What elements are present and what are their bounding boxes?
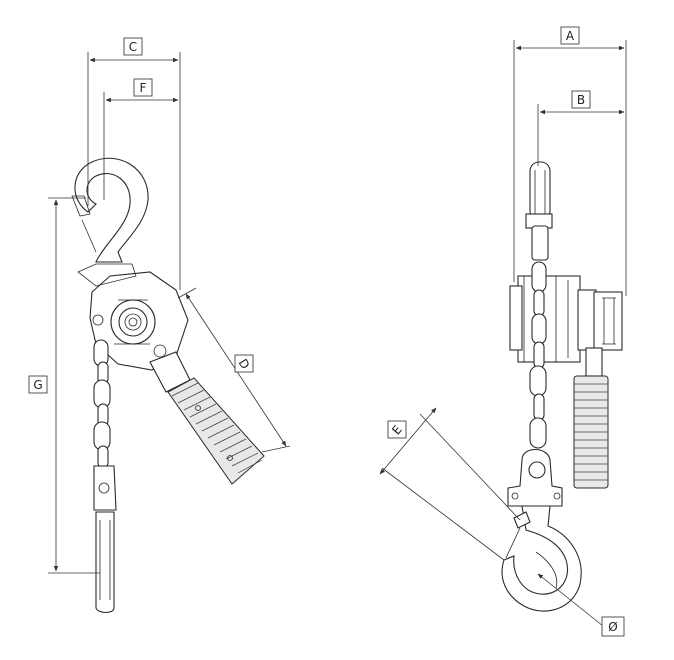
label-f: F — [140, 81, 147, 95]
lever-handle-right — [573, 347, 609, 489]
hoist-body-right — [509, 275, 623, 363]
left-view: C F G D — [28, 37, 291, 614]
bottom-hook-left — [93, 465, 117, 614]
dimension-f: F — [103, 78, 179, 200]
top-hook-right — [525, 161, 553, 261]
right-view: A B E Ø — [379, 26, 627, 637]
label-c: C — [129, 40, 137, 54]
dimension-diameter: Ø — [537, 573, 625, 637]
dimension-e: E — [379, 407, 521, 561]
load-chain-right — [529, 261, 547, 449]
dimension-c: C — [87, 37, 181, 290]
label-a: A — [566, 29, 575, 43]
label-b: B — [577, 93, 585, 107]
load-chain-left — [93, 339, 111, 469]
dimension-b: B — [537, 90, 625, 166]
dimension-a: A — [513, 26, 627, 296]
top-hook-left — [71, 157, 149, 263]
dimension-d: D — [177, 287, 291, 453]
label-g: G — [33, 378, 42, 392]
label-diameter: Ø — [608, 620, 617, 634]
bottom-hook-right — [501, 448, 582, 612]
dimension-g: G — [28, 197, 100, 574]
